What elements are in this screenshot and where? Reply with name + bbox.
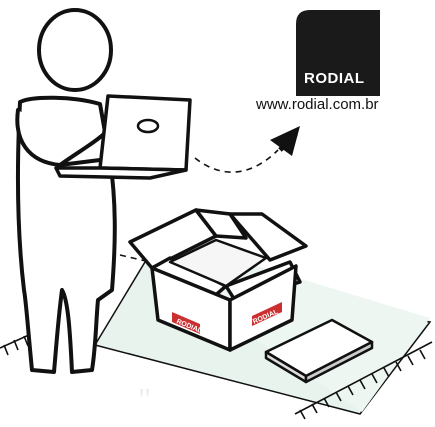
arrow-head-icon [270,126,300,156]
website-url[interactable]: www.rodial.com.br [256,96,379,113]
rodial-logo: RODIAL [296,10,380,96]
person-figure [17,10,114,372]
logo-text: RODIAL [304,70,365,87]
dashed-arrow-path [195,150,278,172]
faint-mark: " [138,381,151,417]
